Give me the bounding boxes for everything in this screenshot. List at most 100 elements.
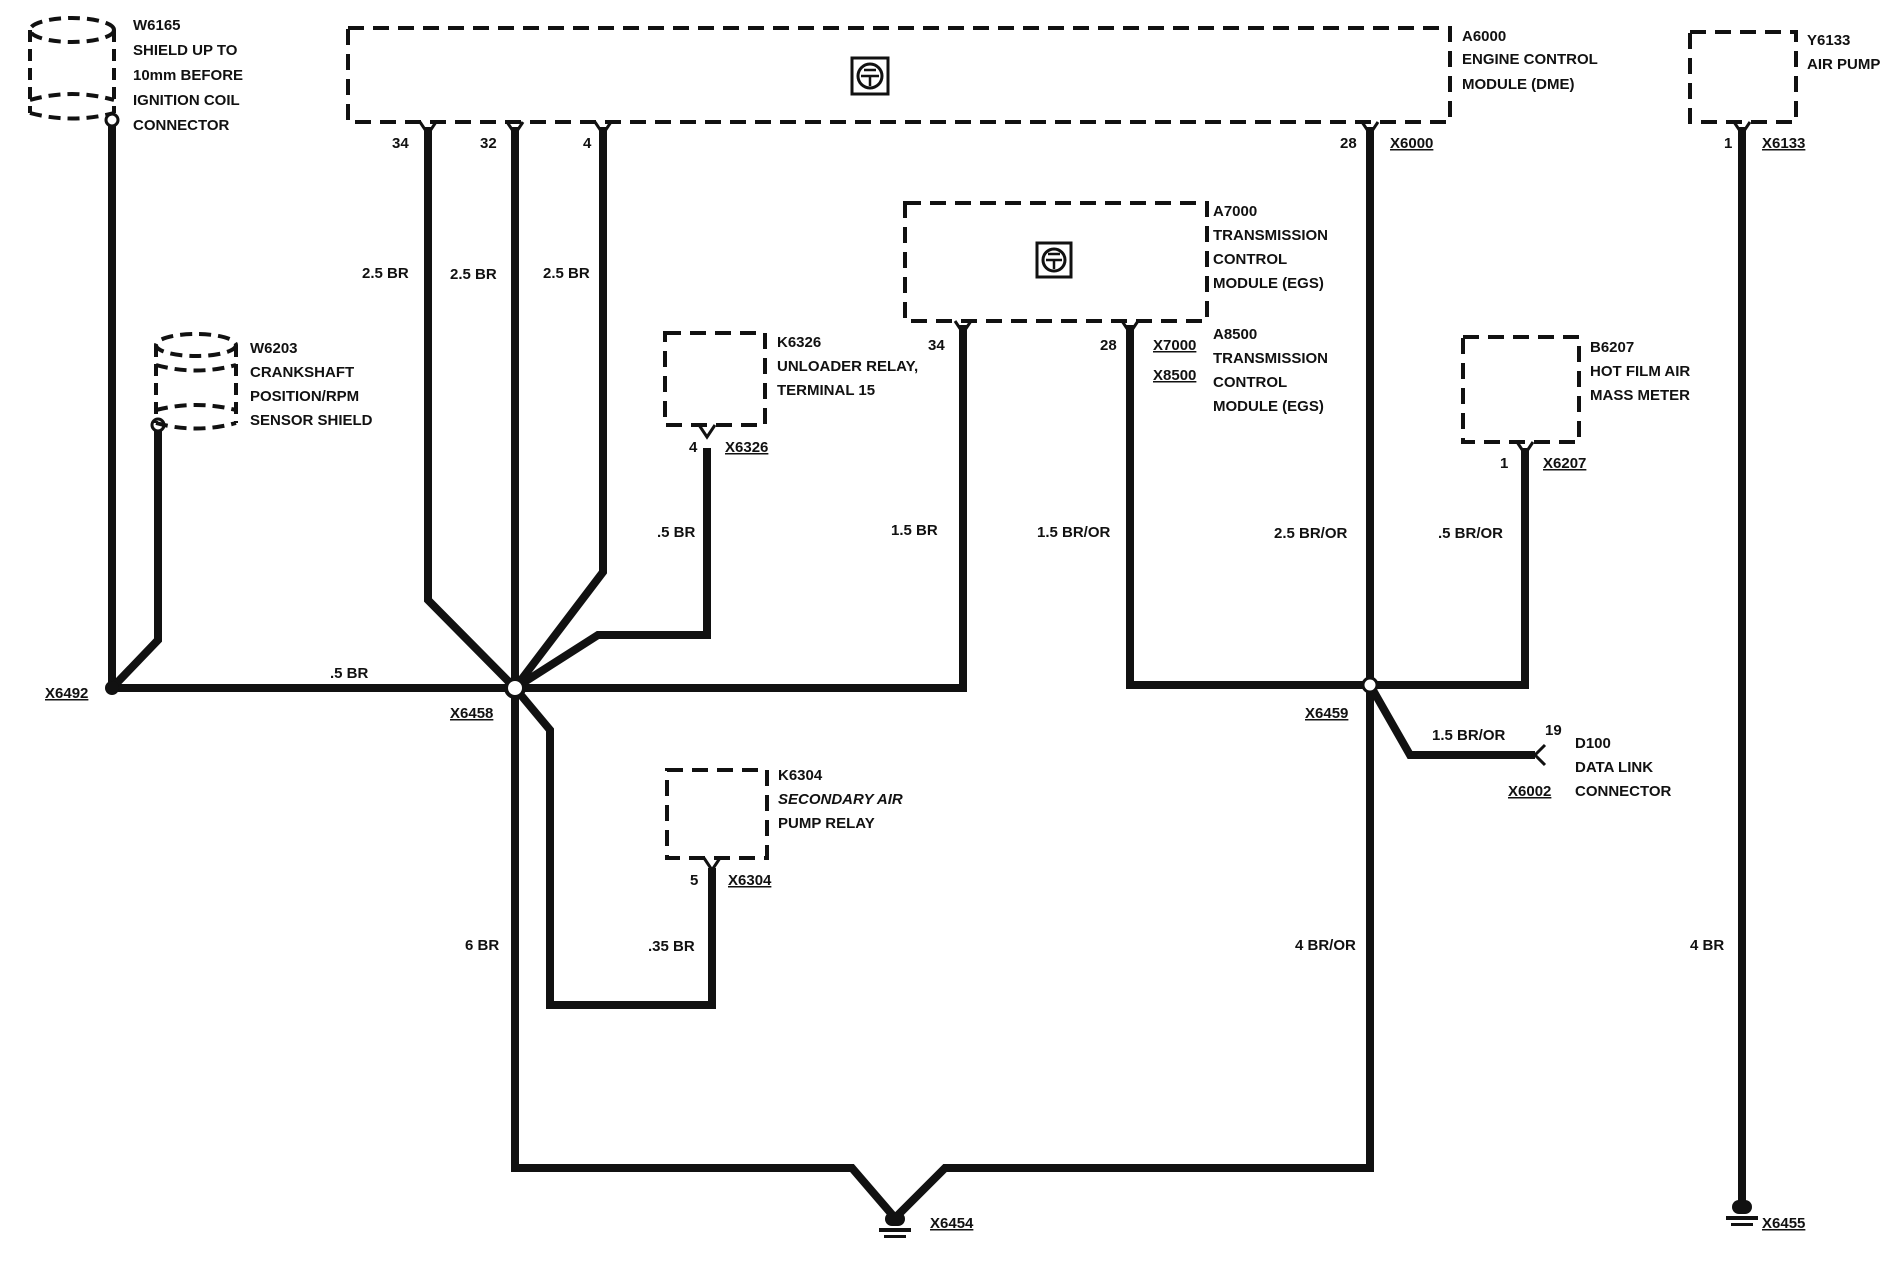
connector-x6492: X6492: [45, 685, 88, 702]
a7000-box: [903, 201, 1209, 323]
wires: [108, 120, 1746, 1221]
wire-label: 1.5 BR/OR: [1037, 524, 1111, 541]
svg-text:34: 34: [928, 337, 945, 354]
wire-label: 2.5 BR: [543, 265, 590, 282]
splice-x6492: [105, 681, 119, 695]
wire-w6203-ground: [109, 425, 162, 691]
svg-text:Y6133: Y6133: [1807, 32, 1850, 49]
svg-text:A8500: A8500: [1213, 326, 1257, 343]
k6326-label: K6326 UNLOADER RELAY, TERMINAL 15: [777, 334, 918, 399]
wire-label: 2.5 BR: [450, 266, 497, 283]
svg-text:UNLOADER RELAY,: UNLOADER RELAY,: [777, 358, 918, 375]
svg-text:W6165: W6165: [133, 17, 181, 34]
k6304-box: [665, 768, 769, 860]
wire-label: 4 BR: [1690, 937, 1724, 954]
a7000-module-icon: [1035, 241, 1073, 279]
connector-x6458: X6458: [450, 705, 493, 722]
svg-text:4: 4: [583, 135, 592, 152]
connector-x6304: X6304: [728, 872, 772, 889]
svg-text:D100: D100: [1575, 735, 1611, 752]
svg-text:4: 4: [689, 439, 698, 456]
svg-text:MODULE (EGS): MODULE (EGS): [1213, 275, 1324, 292]
svg-text:K6326: K6326: [777, 334, 821, 351]
svg-text:1: 1: [1500, 455, 1508, 472]
svg-text:TRANSMISSION: TRANSMISSION: [1213, 227, 1328, 244]
wire-label: 1.5 BR/OR: [1432, 727, 1506, 744]
wire-b6207-pin1: [1370, 448, 1529, 689]
svg-text:SHIELD UP TO: SHIELD UP TO: [133, 42, 238, 59]
connector-x6459: X6459: [1305, 705, 1348, 722]
a6000-box: [346, 26, 1452, 124]
wire-k6326-pin4: [512, 448, 711, 692]
svg-text:MODULE (EGS): MODULE (EGS): [1213, 398, 1324, 415]
svg-text:HOT FILM AIR: HOT FILM AIR: [1590, 363, 1690, 380]
svg-text:CONTROL: CONTROL: [1213, 374, 1287, 391]
svg-text:CONTROL: CONTROL: [1213, 251, 1287, 268]
svg-text:W6203: W6203: [250, 340, 298, 357]
connector-x6326: X6326: [725, 439, 768, 456]
connector-marks: [418, 121, 1752, 873]
k6304-label: K6304 SECONDARY AIR PUMP RELAY: [778, 767, 903, 832]
svg-text:TERMINAL 15: TERMINAL 15: [777, 382, 875, 399]
svg-text:SECONDARY AIR: SECONDARY AIR: [778, 791, 903, 808]
svg-text:10mm BEFORE: 10mm BEFORE: [133, 67, 243, 84]
connector-x6455: X6455: [1762, 1215, 1805, 1232]
a7000-label: A7000 TRANSMISSION CONTROL MODULE (EGS): [1213, 203, 1328, 292]
d100-label: D100 DATA LINK CONNECTOR: [1575, 735, 1672, 800]
wire-a6000-pin28: [892, 127, 1374, 1221]
w6203-label: W6203 CRANKSHAFT POSITION/RPM SENSOR SHI…: [250, 340, 373, 429]
wire-a8500-pin28: [1126, 325, 1370, 689]
wire-a7000-pin34: [515, 325, 967, 692]
w6203-shield-icon: [154, 332, 238, 431]
connector-labels: X6000 X6133 X7000 X8500 X6326 X6207 X630…: [45, 135, 1805, 1232]
connector-x6207: X6207: [1543, 455, 1586, 472]
b6207-box: [1461, 335, 1581, 444]
a8500-label: A8500 TRANSMISSION CONTROL MODULE (EGS): [1213, 326, 1328, 415]
wire-label: .5 BR/OR: [1438, 525, 1503, 542]
svg-text:28: 28: [1340, 135, 1357, 152]
ground-x6455-icon: [1726, 1200, 1758, 1226]
connector-x6000: X6000: [1390, 135, 1433, 152]
svg-text:19: 19: [1545, 722, 1562, 739]
connector-x7000: X7000: [1153, 337, 1196, 354]
wire-d100-pin19: [1366, 683, 1535, 759]
wire-label: .5 BR: [330, 665, 369, 682]
w6165-label: W6165 SHIELD UP TO 10mm BEFORE IGNITION …: [133, 17, 243, 134]
connector-x6454: X6454: [930, 1215, 974, 1232]
svg-text:1: 1: [1724, 135, 1732, 152]
svg-text:AIR PUMP: AIR PUMP: [1807, 56, 1880, 73]
wire-label: .35 BR: [648, 938, 695, 955]
svg-text:CONNECTOR: CONNECTOR: [1575, 783, 1672, 800]
svg-text:CONNECTOR: CONNECTOR: [133, 117, 230, 134]
svg-text:MASS METER: MASS METER: [1590, 387, 1690, 404]
b6207-label: B6207 HOT FILM AIR MASS METER: [1590, 339, 1690, 404]
svg-text:TRANSMISSION: TRANSMISSION: [1213, 350, 1328, 367]
svg-text:MODULE (DME): MODULE (DME): [1462, 76, 1575, 93]
svg-text:A7000: A7000: [1213, 203, 1257, 220]
k6326-box: [663, 331, 767, 427]
w6165-shield-icon: [28, 16, 116, 121]
svg-text:SENSOR SHIELD: SENSOR SHIELD: [250, 412, 373, 429]
svg-text:ENGINE CONTROL: ENGINE CONTROL: [1462, 51, 1598, 68]
wire-label: 2.5 BR: [362, 265, 409, 282]
wire-k6304-pin5: [511, 685, 716, 1009]
wire-label: 6 BR: [465, 937, 499, 954]
svg-text:PUMP RELAY: PUMP RELAY: [778, 815, 875, 832]
svg-text:34: 34: [392, 135, 409, 152]
wire-label: 2.5 BR/OR: [1274, 525, 1348, 542]
svg-text:5: 5: [690, 872, 698, 889]
wire-label: 1.5 BR: [891, 522, 938, 539]
svg-text:POSITION/RPM: POSITION/RPM: [250, 388, 359, 405]
svg-text:DATA LINK: DATA LINK: [1575, 759, 1653, 776]
wire-x6458-to-x6454: [511, 688, 899, 1221]
connector-x8500: X8500: [1153, 367, 1196, 384]
splice-x6458: [504, 677, 526, 699]
svg-text:32: 32: [480, 135, 497, 152]
wire-a6000-pin34: [424, 127, 518, 691]
y6133-box: [1688, 30, 1798, 124]
svg-text:28: 28: [1100, 337, 1117, 354]
a6000-module-icon: [850, 56, 890, 96]
ground-x6454-icon: [879, 1212, 911, 1238]
svg-text:A6000: A6000: [1462, 28, 1506, 45]
